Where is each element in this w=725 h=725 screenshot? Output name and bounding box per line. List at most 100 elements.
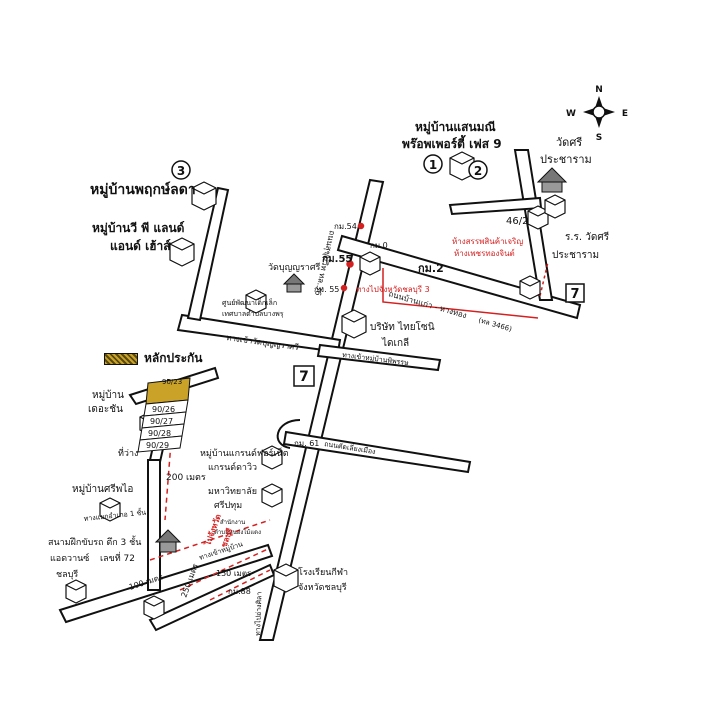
label-company-1: บริษัท ไทยโซนิ — [370, 320, 435, 333]
label-school-1: ร.ร. วัดศรี — [565, 231, 610, 243]
label-office-1: ที่ว่าง — [118, 446, 138, 459]
building-mall — [519, 275, 541, 300]
building-sports-school — [273, 563, 299, 593]
km55-dot — [346, 260, 354, 268]
building-grand — [261, 445, 283, 470]
route-south-1 — [149, 519, 271, 561]
label-plot-5: 90/29 — [146, 441, 169, 450]
label-plot-2: 90/26 — [152, 405, 175, 414]
svg-text:7: 7 — [299, 369, 309, 385]
temple-icon-south — [154, 529, 182, 553]
label-univ-1: มหาวิทยาลัย — [208, 486, 257, 497]
label-road-code: (ทล 3466) — [477, 316, 513, 333]
building-462 — [527, 205, 549, 230]
label-km2: กม.2 — [418, 262, 444, 275]
compass-south: S — [596, 133, 602, 143]
label-plot-1: 90/23 — [162, 378, 182, 386]
label-dist-150: 150 เมตร — [216, 569, 252, 578]
marker-3: 3 — [171, 160, 191, 180]
marker-1: 1 — [423, 154, 443, 174]
label-plot-3: 90/27 — [150, 417, 173, 426]
building-km0 — [359, 251, 381, 276]
label-school-2: ประชาราม — [552, 250, 599, 261]
label-shop-2: เทศบาลตำบลบางพรุ — [222, 310, 284, 318]
label-bottom-road: ทางไปอ่างศิลา — [253, 592, 264, 636]
label-house-72: เลขที่ 72 — [100, 551, 135, 564]
label-plot-4: 90/28 — [148, 429, 171, 438]
svg-text:7: 7 — [570, 287, 579, 302]
label-house-462: 46/2 — [506, 216, 528, 227]
route-east-arrow — [382, 268, 539, 319]
label-km55: กม.55 — [322, 254, 352, 265]
building-vp — [169, 237, 195, 267]
label-wat-sri-1: วัดศรี — [556, 136, 582, 149]
east-road — [336, 234, 582, 320]
label-company-2: ไดเกลี — [381, 337, 409, 349]
label-univ-2: ศรีปทุม — [214, 500, 242, 511]
label-prosperity: พร๊อพเพอร์ตี้ เฟส 9 — [402, 134, 502, 151]
label-village-sripai: หมู่บ้านศรีพไอ — [72, 483, 133, 495]
plot-row-5 — [137, 435, 183, 453]
label-office-2: สำนักงาน — [220, 519, 245, 526]
southwest-road — [58, 543, 274, 624]
km55-dot-small — [340, 284, 348, 292]
label-mall-1: ห้างสรรพสินค้าเจริญ — [452, 237, 523, 246]
km61-loop — [276, 419, 301, 449]
building-pruksa — [191, 181, 217, 211]
label-mall-2: ห้างเพชรทองจินต์ — [454, 248, 515, 258]
label-km61: กม. 61 — [294, 439, 319, 448]
building-company — [341, 309, 367, 339]
label-km54: กม.54 — [334, 222, 357, 231]
label-village-vp-1: หมู่บ้านวี พี แลนด์ — [92, 221, 185, 236]
km54-dot — [357, 222, 365, 230]
building-sanmanee — [449, 151, 475, 181]
label-wat-sri-2: ประชาราม — [540, 153, 592, 166]
label-village-grand-1: หมู่บ้านแกรนด์ฟอร์เน็ต — [200, 446, 289, 459]
label-stadium-3: ชลบุรี — [56, 569, 78, 580]
collateral-plots — [137, 377, 191, 453]
dusit-road — [316, 343, 442, 372]
label-sign-chonburi: ทางไปจังหวัดชลบุรี 3 — [356, 285, 430, 294]
label-km55-small: กม. 55 — [314, 285, 339, 294]
legend-swatch — [104, 352, 138, 365]
marker-1-label: 1 — [429, 158, 437, 172]
route-south-2 — [179, 547, 271, 591]
temple-icon — [536, 167, 568, 193]
label-dist-200: 200 เมตร — [166, 473, 206, 483]
crossroad — [282, 430, 472, 474]
building-sripai — [99, 497, 121, 522]
compass-east: E — [622, 109, 628, 119]
label-village-vp-2: แอนด์ เฮ้าส์ — [110, 239, 171, 253]
store-icon: 7 — [565, 283, 585, 303]
label-km88: กม.88 — [228, 587, 251, 596]
temple-icon-boonyarat — [282, 273, 306, 293]
legend: หลักประกัน — [104, 349, 203, 368]
label-district-school-2: จังหวัดชลบุรี — [298, 582, 347, 593]
building-school — [544, 194, 566, 219]
label-village-sanmanee: หมู่บ้านแสนมณี — [415, 120, 496, 135]
marker-3-label: 3 — [177, 164, 185, 178]
label-wat-boonyarat: วัดบุญญราศรี — [268, 262, 321, 273]
main-highway — [258, 178, 385, 641]
label-km0: กม.0 — [370, 241, 388, 250]
label-office-3: ตำบลหนองไม้แดง — [214, 528, 261, 536]
building-shop — [245, 289, 267, 314]
compass-rose-icon: N S E W — [566, 85, 628, 143]
northwest-road — [186, 186, 230, 322]
route-south-3 — [209, 569, 271, 601]
marker-2: 2 — [468, 160, 488, 180]
label-village-grand-2: แกรนด์ดาวิว — [208, 461, 257, 473]
legend-label: หลักประกัน — [144, 351, 203, 365]
building-stadium — [65, 579, 87, 604]
building-univ — [261, 483, 283, 508]
compass-west: W — [566, 109, 576, 119]
compass-north: N — [595, 85, 603, 95]
store-icon-main: 7 — [293, 365, 315, 387]
west-vertical-road — [147, 459, 161, 591]
label-stadium-2: แอดวานซ์ — [50, 552, 89, 564]
marker-2-label: 2 — [474, 164, 482, 178]
label-village-there-2: เดอะชัน — [88, 404, 123, 415]
label-district-school: โรงเรียนกีฬา — [298, 567, 348, 578]
label-stadium-1: สนามฝึกขับรถ ตึก 3 ชั้น — [48, 535, 141, 548]
